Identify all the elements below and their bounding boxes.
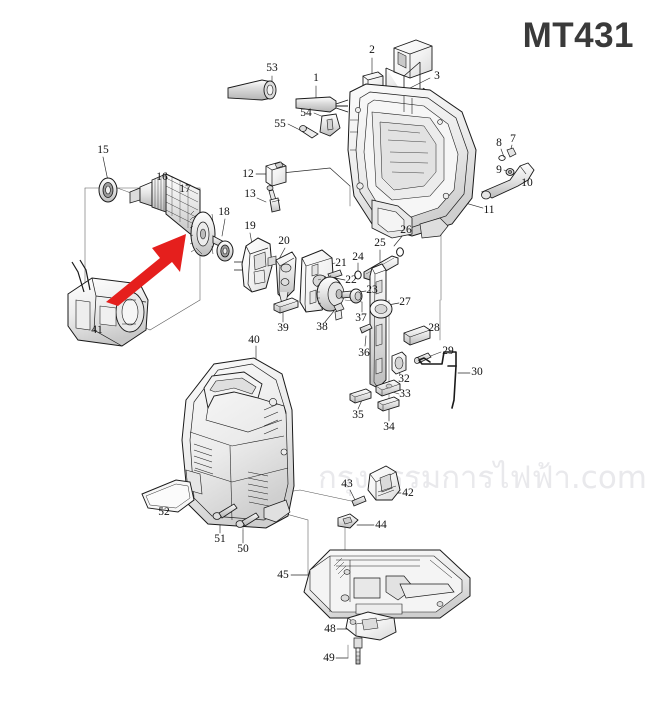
callout-number-24: 24 (352, 251, 364, 263)
part-18-bearing (216, 240, 234, 262)
callout-number-27: 27 (399, 296, 411, 308)
part-49-bolt (353, 637, 363, 665)
callout-number-32: 32 (398, 373, 410, 385)
callout-number-9: 9 (496, 164, 502, 176)
part-38-screw (333, 302, 345, 321)
callout-number-16: 16 (156, 171, 168, 183)
part-51-screw (212, 503, 238, 520)
part-54-cord-clamp (319, 113, 341, 137)
part-53-power-cord (227, 79, 277, 101)
callout-number-49: 49 (323, 652, 335, 664)
callout-number-55: 55 (274, 118, 286, 130)
part-24-ring (354, 270, 362, 280)
callout-number-17: 17 (179, 183, 191, 195)
callout-number-21: 21 (335, 257, 347, 269)
callout-number-30: 30 (471, 366, 483, 378)
part-45-base-plate (303, 549, 471, 619)
callout-number-54: 54 (300, 107, 312, 119)
callout-number-35: 35 (352, 409, 364, 421)
callout-number-45: 45 (277, 569, 289, 581)
callout-number-36: 36 (358, 347, 370, 359)
callout-number-44: 44 (375, 519, 387, 531)
part-26-ring (396, 247, 404, 257)
part-10-guide-roller (481, 162, 535, 200)
callout-number-25: 25 (374, 237, 386, 249)
part-42-blade-clamp (367, 465, 401, 501)
callout-number-43: 43 (341, 478, 353, 490)
callout-number-15: 15 (97, 144, 109, 156)
part-43-pin (351, 495, 367, 507)
callout-number-20: 20 (278, 235, 290, 247)
callout-number-33: 33 (399, 388, 411, 400)
part-40-housing-left (181, 357, 295, 529)
part-1-cord (295, 96, 349, 113)
part-44-plate (337, 513, 359, 529)
callout-number-48: 48 (324, 623, 336, 635)
part-36-pin (359, 323, 373, 334)
part-55-screw (299, 125, 319, 139)
callout-number-23: 23 (366, 284, 378, 296)
part-16-armature (129, 173, 201, 244)
part-11-housing-right (347, 83, 477, 239)
callout-number-26: 26 (400, 224, 412, 236)
callout-number-53: 53 (266, 62, 278, 74)
callout-number-11: 11 (483, 204, 495, 216)
callout-number-39: 39 (277, 322, 289, 334)
part-12-brush-cap (265, 161, 287, 187)
callout-number-7: 7 (510, 133, 516, 145)
part-50-screw (235, 512, 260, 528)
callout-number-34: 34 (383, 421, 395, 433)
callout-number-12: 12 (242, 168, 254, 180)
callout-number-51: 51 (214, 533, 226, 545)
part-30-wire-hook (418, 351, 457, 409)
part-13-carbon-brush (266, 185, 281, 213)
callout-number-37: 37 (355, 312, 367, 324)
part-35-shim (349, 388, 372, 404)
part-7-roller-pin (506, 147, 517, 158)
callout-number-28: 28 (428, 322, 440, 334)
callout-number-19: 19 (244, 220, 256, 232)
callout-number-1: 1 (313, 72, 319, 84)
callout-number-52: 52 (158, 506, 170, 518)
callout-number-10: 10 (521, 177, 533, 189)
part-23-gear (316, 274, 353, 312)
part-52-cover (141, 479, 195, 513)
callout-number-42: 42 (402, 487, 414, 499)
part-8-washer (498, 155, 506, 161)
part-34-shim (377, 396, 400, 412)
part-48-shoe-bracket (345, 611, 397, 641)
page-title: MT431 (522, 16, 634, 55)
part-37-bushing (349, 288, 363, 304)
part-32-roller (391, 351, 407, 375)
callout-number-3: 3 (434, 70, 440, 82)
callout-number-13: 13 (244, 188, 256, 200)
callout-number-50: 50 (237, 543, 249, 555)
callout-number-2: 2 (369, 44, 375, 56)
callout-number-40: 40 (248, 334, 260, 346)
callout-number-8: 8 (496, 137, 502, 149)
callout-number-38: 38 (316, 321, 328, 333)
part-27-plunger (369, 263, 393, 389)
part-39-shim (273, 297, 299, 314)
part-9-nut (505, 168, 515, 176)
part-20-plate (275, 251, 297, 305)
part-33-shim (375, 379, 401, 397)
part-15-bearing (98, 177, 118, 203)
callout-number-18: 18 (218, 206, 230, 218)
callout-number-22: 22 (345, 274, 357, 286)
part-17-fan (189, 210, 229, 257)
callout-number-41: 41 (91, 324, 103, 336)
red-highlight-arrow (106, 234, 186, 306)
part-28-guide-block (403, 325, 431, 346)
callout-number-29: 29 (442, 345, 454, 357)
